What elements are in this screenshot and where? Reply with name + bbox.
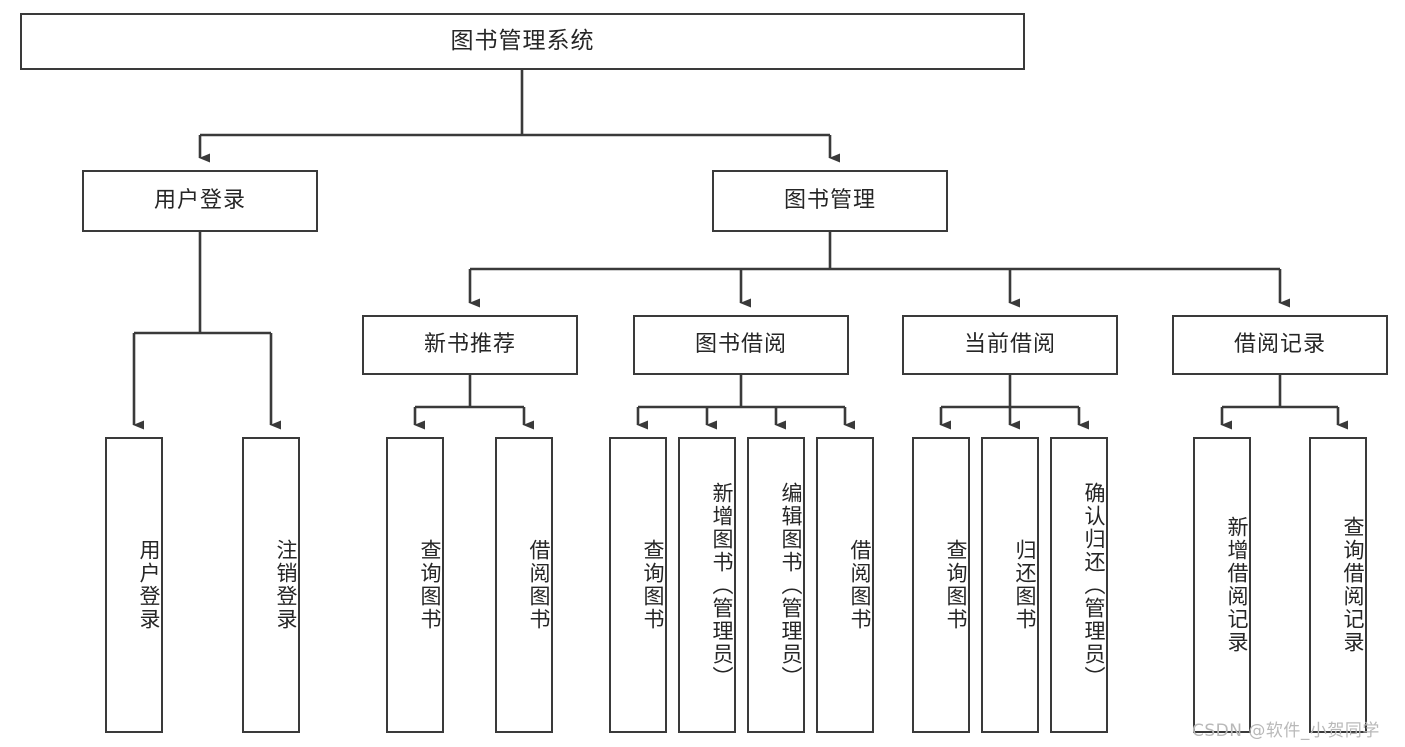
- leaf-label: 借阅图书: [848, 539, 872, 631]
- leaf-label: 用户登录: [137, 539, 161, 631]
- leaf-label: 编辑图书（管理员）: [779, 481, 803, 689]
- node-book-management[interactable]: 图书管理: [712, 170, 948, 232]
- leaf-book-borrow-query[interactable]: 查询图书: [609, 437, 667, 733]
- leaf-label: 借阅图书: [527, 539, 551, 631]
- connector-root-to-level2: [198, 70, 840, 163]
- leaf-new-book-query[interactable]: 查询图书: [386, 437, 444, 733]
- leaf-label: 查询图书: [418, 539, 442, 631]
- leaf-new-book-borrow[interactable]: 借阅图书: [495, 437, 553, 733]
- leaf-label: 新增图书（管理员）: [710, 481, 734, 689]
- leaf-user-login-logout[interactable]: 注销登录: [242, 437, 300, 733]
- node-current-borrow[interactable]: 当前借阅: [902, 315, 1118, 375]
- connector-currentborrow-to-leaves: [939, 375, 1089, 430]
- leaf-label: 新增借阅记录: [1225, 516, 1249, 654]
- leaf-user-login-login[interactable]: 用户登录: [105, 437, 163, 733]
- csdn-watermark: CSDN @软件_小贺同学: [1192, 721, 1380, 741]
- node-user-login[interactable]: 用户登录: [82, 170, 318, 232]
- connector-bookborrow-to-leaves: [636, 375, 855, 430]
- node-new-book-recommend[interactable]: 新书推荐: [362, 315, 578, 375]
- leaf-label: 查询借阅记录: [1341, 516, 1365, 654]
- leaf-book-borrow-borrow[interactable]: 借阅图书: [816, 437, 874, 733]
- leaf-borrow-record-query[interactable]: 查询借阅记录: [1309, 437, 1367, 733]
- leaf-current-borrow-confirm-admin[interactable]: 确认归还（管理员）: [1050, 437, 1108, 733]
- leaf-book-borrow-edit-admin[interactable]: 编辑图书（管理员）: [747, 437, 805, 733]
- leaf-label: 确认归还（管理员）: [1082, 481, 1106, 689]
- node-root-system[interactable]: 图书管理系统: [20, 13, 1025, 70]
- leaf-label: 注销登录: [274, 539, 298, 631]
- leaf-current-borrow-query[interactable]: 查询图书: [912, 437, 970, 733]
- connector-userlogin-to-leaves: [132, 232, 281, 430]
- leaf-current-borrow-return[interactable]: 归还图书: [981, 437, 1039, 733]
- node-borrow-record[interactable]: 借阅记录: [1172, 315, 1388, 375]
- leaf-label: 归还图书: [1013, 539, 1037, 631]
- node-book-borrow[interactable]: 图书借阅: [633, 315, 849, 375]
- leaf-borrow-record-add[interactable]: 新增借阅记录: [1193, 437, 1251, 733]
- leaf-label: 查询图书: [944, 539, 968, 631]
- connector-newbook-to-leaves: [413, 375, 534, 430]
- leaf-label: 查询图书: [641, 539, 665, 631]
- leaf-book-borrow-add-admin[interactable]: 新增图书（管理员）: [678, 437, 736, 733]
- connector-borrowrecord-to-leaves: [1220, 375, 1348, 430]
- connector-bookmgmt-to-level3: [468, 232, 1290, 308]
